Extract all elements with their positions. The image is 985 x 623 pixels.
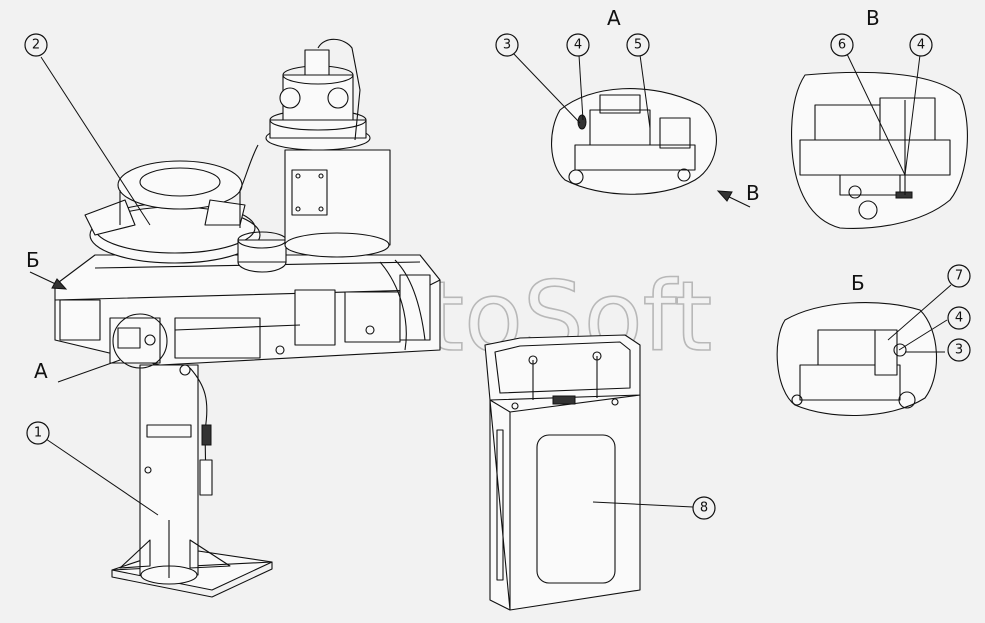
callout-a-5: 5 (626, 33, 650, 57)
svg-text:6: 6 (838, 38, 846, 53)
svg-text:5: 5 (634, 38, 642, 53)
callout-a-3: 3 (495, 33, 519, 57)
callout-2: 2 (24, 33, 48, 57)
callout-1: 1 (26, 421, 50, 445)
callout-a-4: 4 (566, 33, 590, 57)
detail-view-b (776, 302, 938, 416)
svg-text:4: 4 (574, 38, 582, 53)
view-letter-a: А (607, 6, 621, 30)
detail-view-a (551, 88, 717, 195)
detail-view-v (791, 71, 968, 229)
callout-8: 8 (692, 496, 716, 520)
svg-text:3: 3 (955, 343, 963, 358)
leader-lines (40, 52, 952, 516)
control-box-panel (536, 434, 616, 584)
svg-text:3: 3 (503, 38, 511, 53)
callout-v-6: 6 (830, 33, 854, 57)
control-box (484, 334, 641, 611)
arrow-letter-v: В (746, 181, 760, 205)
view-letter-b: Б (851, 271, 865, 295)
callout-b-4: 4 (947, 306, 971, 330)
view-letter-v: В (866, 6, 880, 30)
svg-text:8: 8 (700, 501, 708, 516)
callout-v-4: 4 (909, 33, 933, 57)
callout-b-3: 3 (947, 338, 971, 362)
svg-text:7: 7 (955, 269, 963, 284)
svg-text:1: 1 (34, 426, 42, 441)
control-box-body (489, 394, 641, 611)
main-assembly (54, 38, 441, 598)
svg-text:2: 2 (32, 38, 40, 53)
upper-tower (284, 149, 391, 246)
arrow-letter-b: Б (26, 248, 40, 272)
detail-circle-a (112, 313, 168, 369)
svg-text:4: 4 (917, 38, 925, 53)
callout-b-7: 7 (947, 264, 971, 288)
circle-letter-a: А (34, 359, 48, 383)
view-arrows (29, 190, 751, 290)
svg-text:4: 4 (955, 311, 963, 326)
control-box-lid (484, 334, 641, 401)
